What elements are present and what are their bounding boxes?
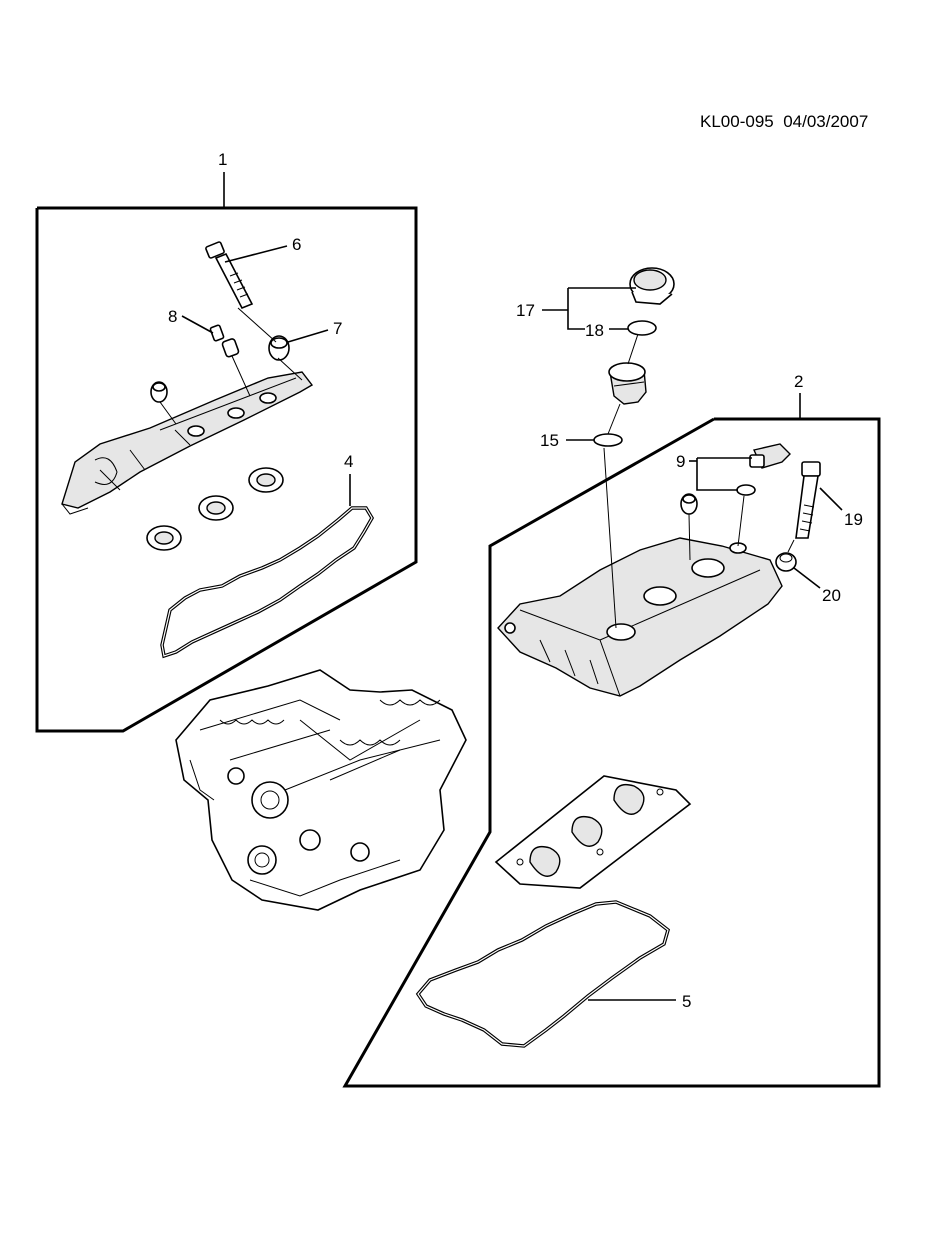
stud-part-8 <box>209 324 240 358</box>
callout-7: 7 <box>333 319 342 338</box>
callout-9: 9 <box>676 452 685 471</box>
o-ring-18 <box>627 320 657 336</box>
doc-date-text: 04/03/2007 <box>783 112 869 131</box>
oil-filler-neck <box>608 362 647 405</box>
callout-5: 5 <box>682 992 691 1011</box>
callout-1: 1 <box>218 150 227 169</box>
callout-labels: 1 2 4 5 6 7 8 9 15 17 18 19 20 <box>168 150 863 1011</box>
left-camshaft-cover <box>61 371 314 515</box>
callout-19: 19 <box>844 510 863 529</box>
kit-2-frame <box>342 393 881 1088</box>
engine-block-illustration <box>175 669 467 911</box>
callout-2: 2 <box>794 372 803 391</box>
callout-8: 8 <box>168 307 177 326</box>
bolt-part-19 <box>795 461 821 539</box>
spark-plug-tube-gasket-plate <box>494 775 692 889</box>
callout-20: 20 <box>822 586 841 605</box>
nut-part-20 <box>775 552 797 572</box>
callout-6: 6 <box>292 235 301 254</box>
left-cover-gasket-4 <box>160 506 375 659</box>
nut-part-7 <box>268 335 290 361</box>
oil-filler-cap <box>629 267 675 305</box>
right-camshaft-cover <box>497 537 783 697</box>
document-code: KL00-095 04/03/2007 <box>700 112 868 132</box>
callout-4: 4 <box>344 452 353 471</box>
spark-plug-seal-set <box>146 467 284 551</box>
right-cover-gasket-5 <box>415 900 671 1048</box>
right-small-nut <box>680 493 698 515</box>
doc-code-text: KL00-095 <box>700 112 774 131</box>
o-ring-15 <box>593 433 623 447</box>
sensor-part-9 <box>736 443 791 496</box>
callout-15: 15 <box>540 431 559 450</box>
leader-lines <box>159 245 843 1001</box>
callout-18: 18 <box>585 321 604 340</box>
small-nut-part <box>150 381 168 403</box>
callout-17: 17 <box>516 301 535 320</box>
kit-1-frame <box>35 172 418 733</box>
bolt-part-6 <box>205 241 254 310</box>
